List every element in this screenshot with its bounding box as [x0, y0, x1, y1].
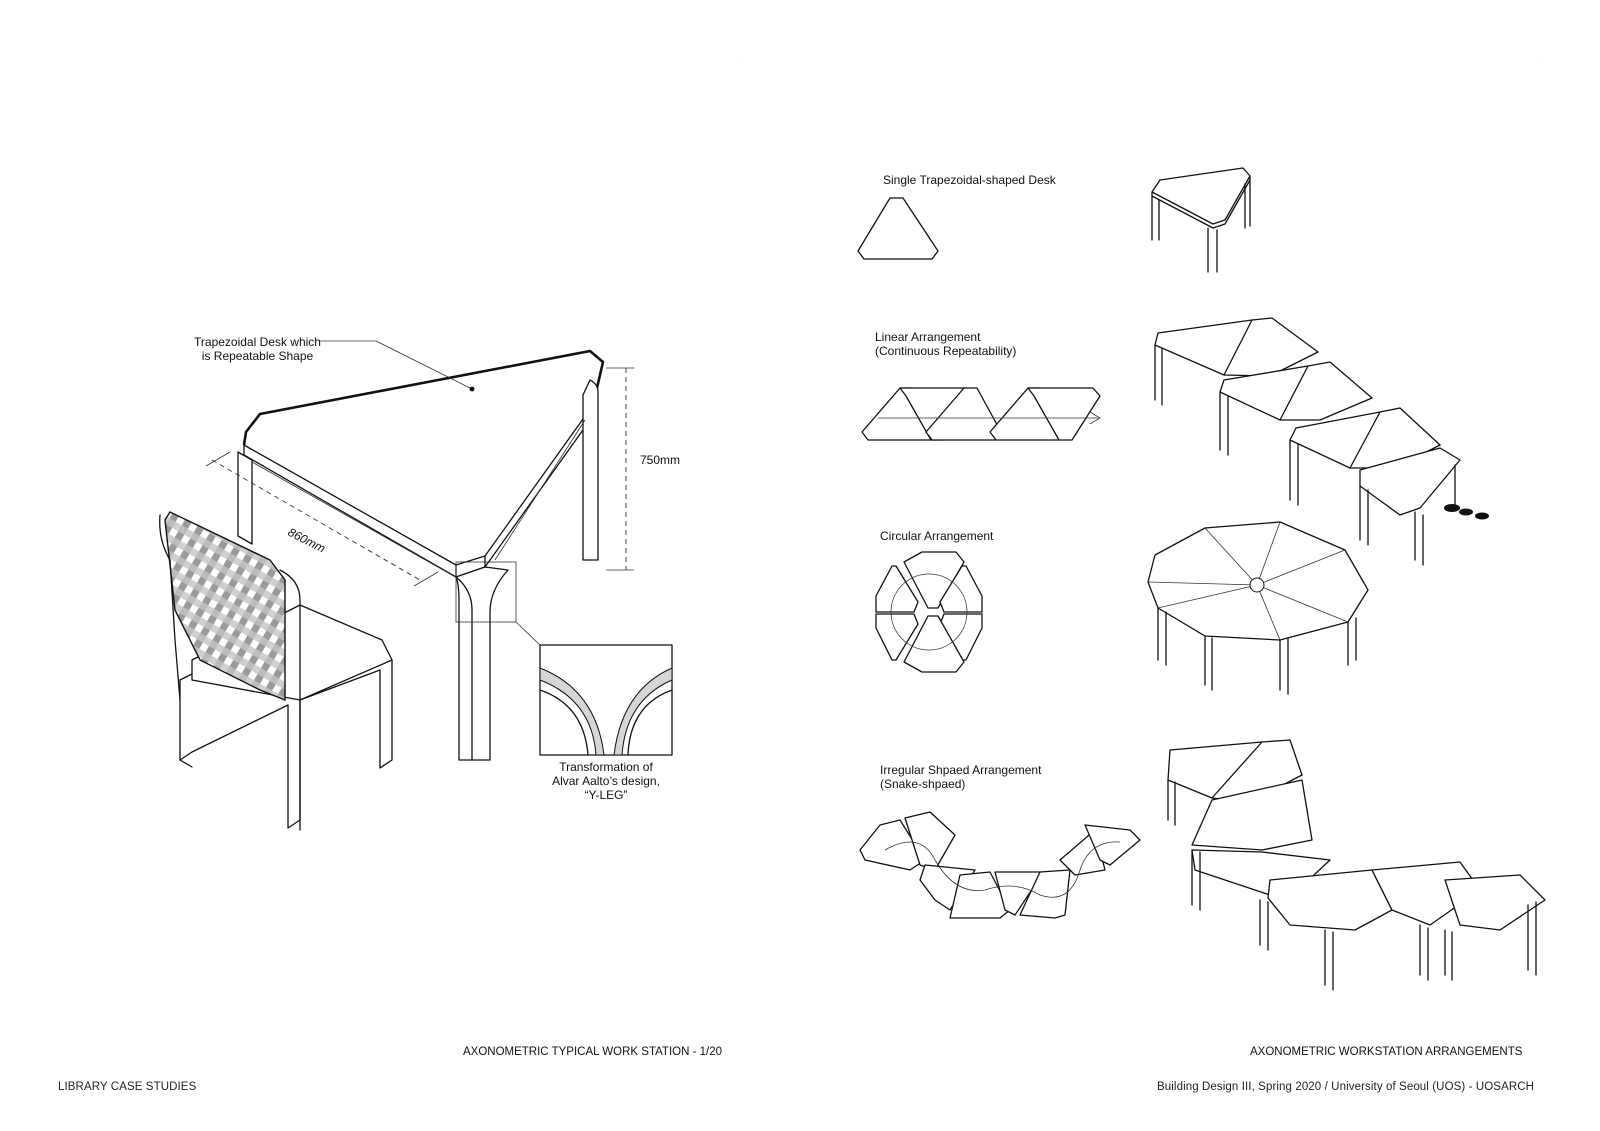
arrow-icon	[1089, 411, 1101, 425]
yleg-label-line2: Alvar Aalto’s design,	[552, 774, 660, 788]
chair-icon	[159, 511, 393, 831]
circular-axo-icon	[1147, 521, 1369, 695]
irregular-label: Irregular Shpaed Arrangement (Snake-shpa…	[880, 763, 1041, 791]
yleg-label-line1: Transformation of	[559, 760, 653, 774]
circular-label: Circular Arrangement	[880, 529, 994, 543]
snake-axo-icon	[1167, 739, 1546, 991]
right-caption: AXONOMETRIC WORKSTATION ARRANGEMENTS	[1250, 1046, 1523, 1058]
circular-plan-icon	[875, 551, 983, 673]
single-axo-icon	[1151, 167, 1251, 273]
height-dimension: 750mm	[640, 453, 681, 467]
yleg-label-line3: “Y-LEG”	[584, 788, 628, 802]
single-label: Single Trapezoidal-shaped Desk	[883, 173, 1056, 187]
linear-plan-icon	[861, 387, 1101, 441]
irregular-label-line2: (Snake-shpaed)	[880, 777, 966, 791]
left-caption: AXONOMETRIC TYPICAL WORK STATION - 1/20	[463, 1046, 723, 1058]
trapezoid-desk-icon	[237, 349, 605, 761]
desk-label-line1: Trapezoidal Desk which	[194, 335, 321, 349]
snake-plan-icon	[859, 811, 1141, 919]
single-plan-icon	[857, 197, 939, 260]
irregular-label-line1: Irregular Shpaed Arrangement	[880, 763, 1042, 777]
linear-axo-icon	[1154, 317, 1489, 566]
linear-label-line2: (Continuous Repeatability)	[875, 344, 1017, 358]
linear-label: Linear Arrangement (Continuous Repeatabi…	[875, 330, 1016, 358]
footer-left: LIBRARY CASE STUDIES	[58, 1081, 197, 1093]
footer-right: Building Design III, Spring 2020 / Unive…	[1157, 1081, 1535, 1093]
linear-label-line1: Linear Arrangement	[875, 330, 981, 344]
yleg-detail	[539, 644, 673, 756]
desk-label: Trapezoidal Desk which is Repeatable Sha…	[175, 335, 340, 363]
yleg-label: Transformation of Alvar Aalto’s design, …	[540, 760, 672, 802]
desk-label-line2: is Repeatable Shape	[201, 349, 314, 363]
